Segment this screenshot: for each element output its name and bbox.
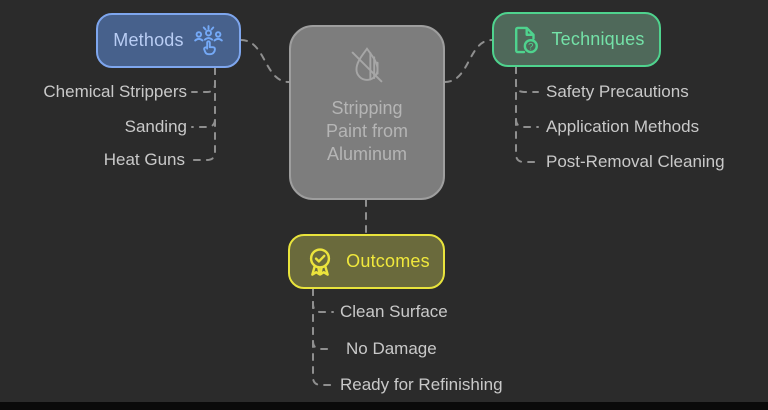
leaf-sanding[interactable]: Sanding — [124, 117, 187, 136]
no-paint-drop-icon — [344, 41, 390, 91]
leaf-safety-precautions[interactable]: Safety Precautions — [546, 82, 689, 101]
link-outcomes-item-3 — [312, 288, 334, 386]
bottom-black-bar — [0, 402, 768, 410]
leaf-chemical-strippers[interactable]: Chemical Strippers — [43, 82, 187, 101]
techniques-label: Techniques — [551, 29, 645, 49]
branch-node-methods[interactable]: Methods — [96, 13, 241, 68]
link-methods-item-3 — [191, 67, 216, 161]
document-question-icon: ? — [508, 23, 542, 57]
leaf-ready-for-refinishing[interactable]: Ready for Refinishing — [340, 375, 503, 394]
award-check-icon — [303, 245, 337, 279]
leaf-application-methods[interactable]: Application Methods — [546, 117, 700, 136]
methods-label: Methods — [113, 30, 184, 50]
leaf-heat-guns[interactable]: Heat Guns — [103, 150, 185, 169]
branch-node-outcomes[interactable]: Outcomes — [288, 234, 445, 289]
link-outcomes-item-1 — [312, 288, 334, 313]
outcomes-label: Outcomes — [346, 251, 430, 271]
link-outcomes-item-2 — [312, 288, 334, 350]
link-methods-item-1 — [191, 67, 216, 93]
central-topic-node[interactable]: Stripping Paint from Aluminum — [289, 25, 445, 200]
leaf-no-damage[interactable]: No Damage — [346, 339, 437, 358]
central-topic-title: Stripping Paint from Aluminum — [325, 98, 409, 164]
leaf-post-removal-cleaning[interactable]: Post-Removal Cleaning — [546, 152, 725, 171]
link-techniques-item-1 — [515, 66, 539, 93]
link-techniques-item-2 — [515, 66, 539, 128]
link-methods-center — [240, 39, 290, 83]
svg-text:?: ? — [529, 41, 534, 52]
link-center-techniques — [444, 39, 493, 83]
team-brainstorm-icon — [193, 25, 224, 56]
branch-node-techniques[interactable]: ? Techniques — [492, 12, 661, 67]
link-techniques-item-3 — [515, 66, 539, 163]
link-methods-item-2 — [191, 67, 216, 128]
leaf-clean-surface[interactable]: Clean Surface — [340, 302, 448, 321]
